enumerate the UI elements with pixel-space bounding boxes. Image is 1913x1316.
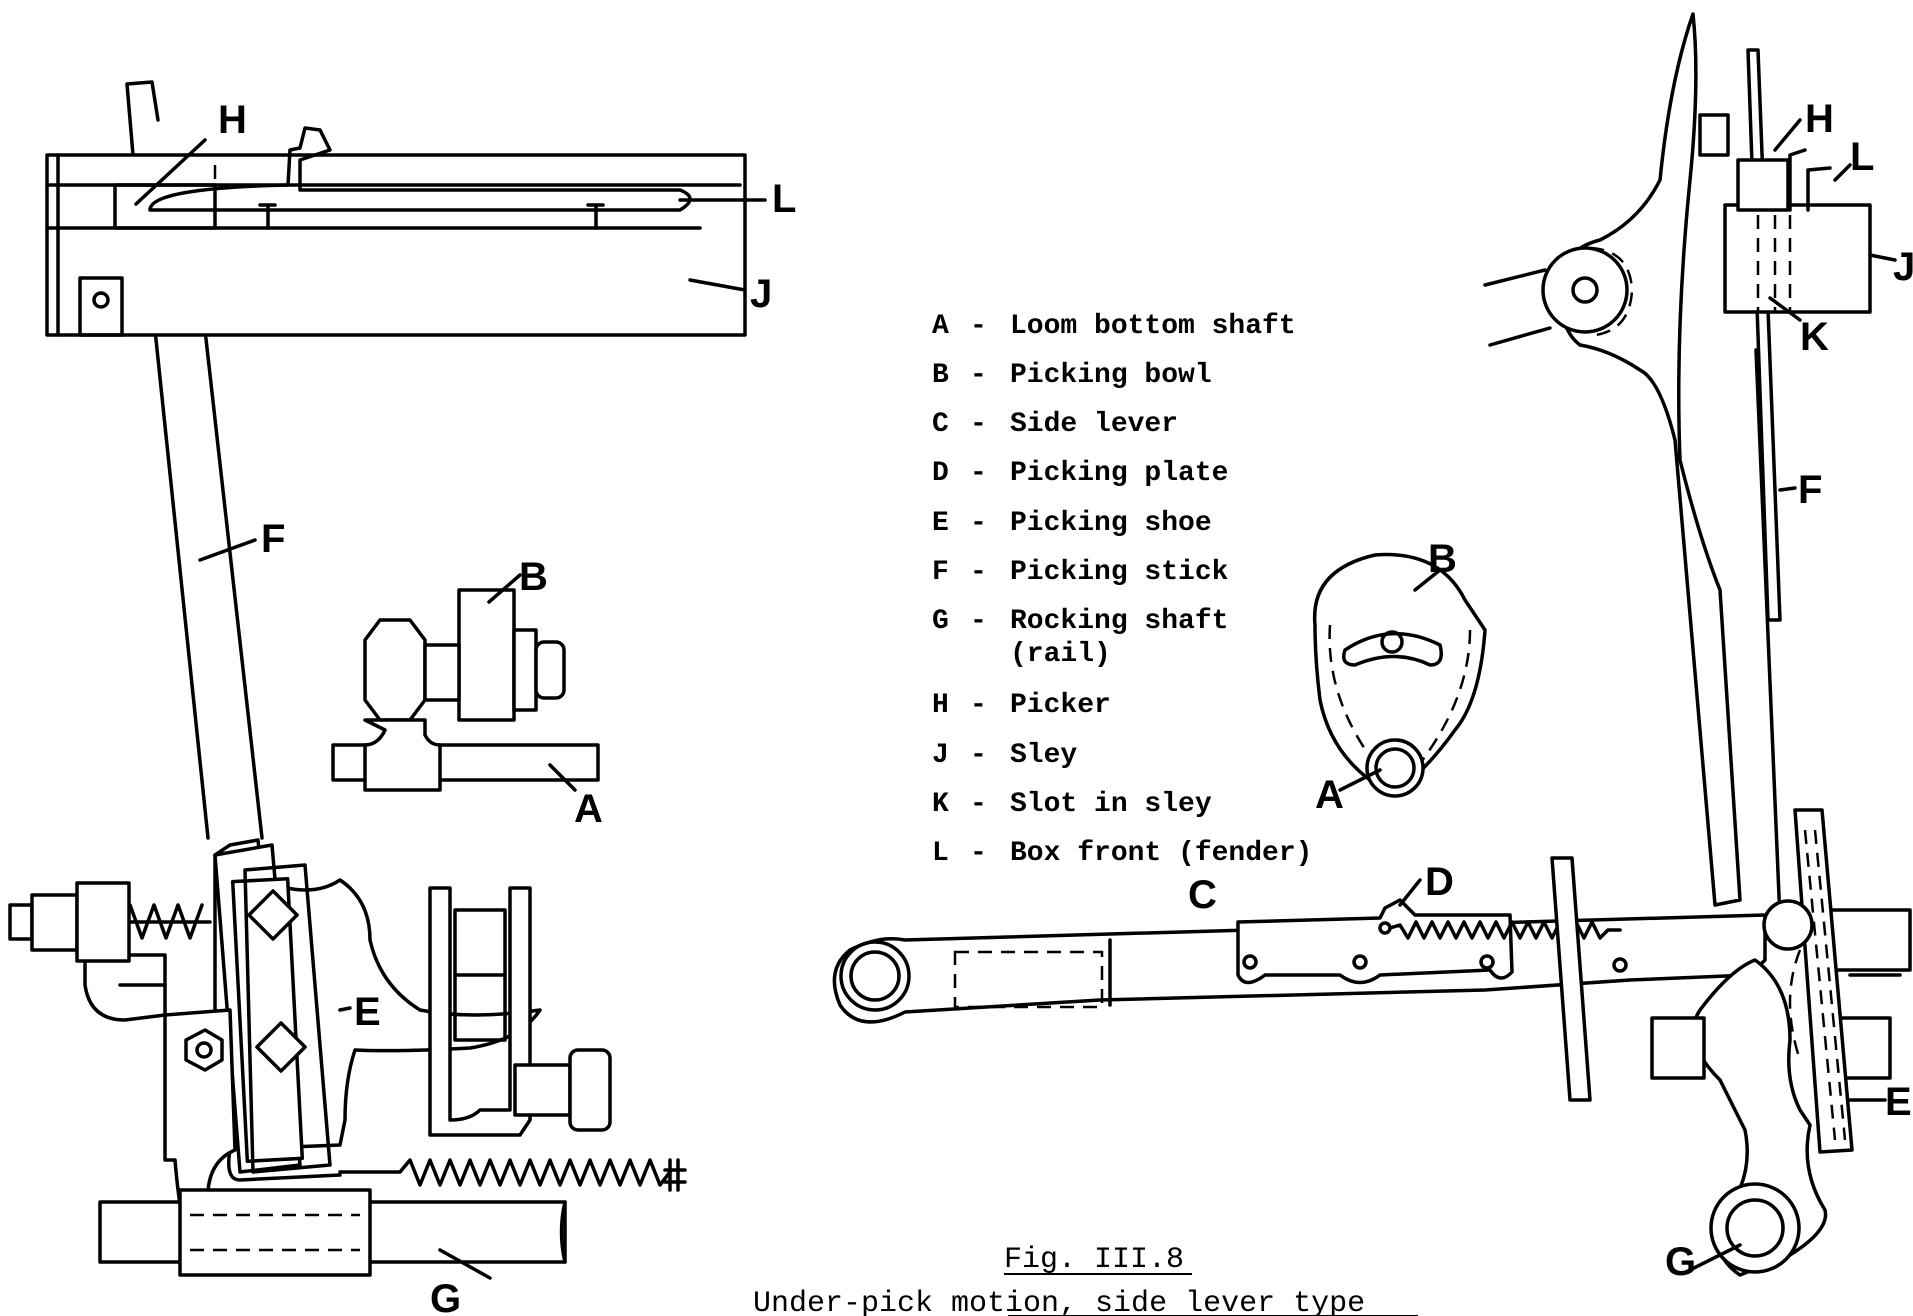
legend-dash: - [970, 606, 987, 637]
right-side-view [832, 12, 1912, 1277]
legend-text-continued: (rail) [1010, 639, 1111, 670]
label-j-right: J [1893, 245, 1913, 289]
legend-letter: D [932, 458, 949, 489]
legend-text: Picking bowl [1010, 360, 1212, 391]
legend-text: Picking shoe [1010, 508, 1212, 539]
legend-letter: A [932, 311, 949, 342]
legend-letter: K [932, 789, 949, 820]
legend-text: Sley [1010, 740, 1077, 771]
label-h-right: H [1805, 97, 1834, 141]
part-labels: H L J F B A E G H L J K F B A C D E G [218, 97, 1913, 1316]
legend-dash: - [970, 360, 987, 391]
legend-text: Picker [1010, 690, 1111, 721]
label-f-left: F [261, 517, 285, 561]
label-e-left: E [354, 990, 381, 1034]
legend-dash: - [970, 740, 987, 771]
legend-dash: - [970, 557, 987, 588]
label-e-right: E [1885, 1080, 1912, 1124]
label-a-right: A [1315, 773, 1344, 817]
legend-text: Rocking shaft [1010, 606, 1228, 637]
label-f-right: F [1798, 468, 1822, 512]
legend-dash: - [970, 508, 987, 539]
legend-letter: C [932, 409, 949, 440]
figure-number: Fig. III.8 [1004, 1243, 1184, 1277]
legend-text: Slot in sley [1010, 789, 1212, 820]
legend-dash: - [970, 409, 987, 440]
legend-text: Picking stick [1010, 557, 1229, 588]
left-elevation-view [8, 80, 767, 1280]
label-a-left: A [574, 787, 603, 831]
label-l-left: L [772, 177, 796, 221]
legend-letter: H [932, 690, 949, 721]
legend-dash: - [970, 838, 987, 869]
legend-text: Picking plate [1010, 458, 1228, 489]
figure-caption: Fig. III.8 Under-pick motion, side lever… [753, 1243, 1418, 1316]
label-h-left: H [218, 98, 247, 142]
label-j-left: J [750, 272, 772, 316]
label-k-right: K [1800, 315, 1829, 359]
legend-letter: F [932, 557, 949, 588]
legend-text: Side lever [1010, 409, 1178, 440]
legend-dash: - [970, 789, 987, 820]
label-b-right: B [1428, 537, 1457, 581]
label-c-right: C [1188, 873, 1217, 917]
legend-letter: G [932, 606, 949, 637]
figure-title: Under-pick motion, side lever type [753, 1287, 1365, 1316]
legend-letter: L [932, 838, 949, 869]
legend-letter: B [932, 360, 949, 391]
legend-dash: - [970, 311, 987, 342]
label-d-right: D [1425, 860, 1454, 904]
legend-letter: J [932, 740, 949, 771]
legend-dash: - [970, 458, 987, 489]
label-l-right: L [1850, 135, 1874, 179]
label-b-left: B [519, 555, 548, 599]
legend-text: Box front (fender) [1010, 838, 1312, 869]
legend-text: Loom bottom shaft [1010, 311, 1296, 342]
label-g-left: G [430, 1277, 461, 1316]
label-g-right: G [1665, 1240, 1696, 1284]
legend-dash: - [970, 690, 987, 721]
legend-letter: E [932, 508, 949, 539]
